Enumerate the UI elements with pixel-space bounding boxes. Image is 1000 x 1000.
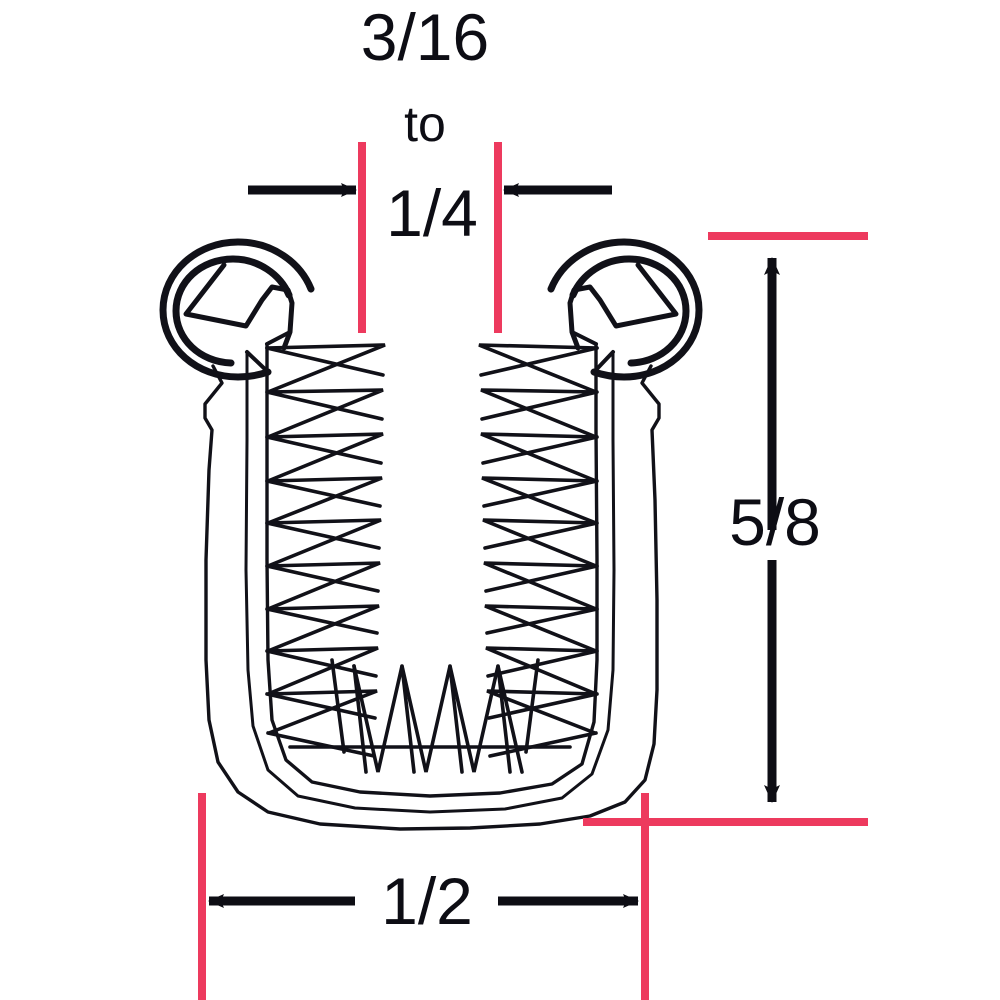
right-finger-zigzag [478, 343, 599, 735]
right-bulb-inner-arc [625, 255, 690, 367]
right-finger-group [478, 343, 599, 758]
channel-inner-wall-secondary [244, 350, 616, 814]
right-finger-ribs [479, 346, 599, 758]
top-dimension-label-line1: 3/16 [361, 0, 489, 74]
top-dimension-label-line3: 1/4 [386, 176, 478, 250]
bottom-finger-group [288, 658, 572, 774]
left-bulb-outer-ring-upper [234, 238, 315, 293]
top-dimension-label-line2: to [404, 96, 446, 152]
right-neck-outer [570, 330, 598, 346]
bottom-finger-left-tail [330, 658, 346, 754]
dimension-right: 5/8 [583, 232, 868, 826]
bottom-finger-ribs [352, 664, 512, 774]
left-finger-group [265, 343, 386, 758]
right-bulb-inner-wedge [567, 262, 679, 351]
right-bulb [547, 238, 703, 381]
left-bulb-inner-arc [172, 255, 237, 367]
right-bulb-outer-ring-upper [547, 238, 628, 293]
dimension-bottom: 1/2 [198, 793, 649, 1000]
left-neck-outer [265, 330, 292, 346]
bottom-finger-zigzag [352, 664, 524, 774]
dimension-top: 3/16 to 1/4 [248, 0, 612, 333]
right-dimension-label: 5/8 [729, 485, 821, 559]
left-bulb-outer-ring [159, 238, 272, 381]
gripping-fingers [265, 343, 599, 774]
left-finger-zigzag [265, 343, 386, 735]
left-finger-ribs [265, 346, 385, 758]
bottom-finger-right-tail [524, 658, 540, 754]
body-outer-wall [203, 364, 661, 831]
right-shoulder-link [592, 350, 615, 374]
channel-inner-wall [265, 342, 599, 798]
left-bulb [159, 238, 315, 381]
gasket-profile [159, 238, 703, 831]
bottom-dimension-label: 1/2 [381, 864, 473, 938]
left-shoulder-link [245, 350, 270, 374]
left-bulb-inner-wedge [183, 262, 295, 351]
